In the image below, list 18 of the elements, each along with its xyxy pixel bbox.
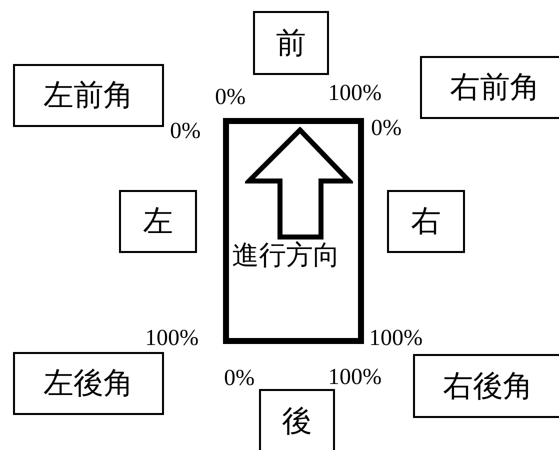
direction-label-box: 左前角 — [13, 64, 164, 127]
percent-label: 0% — [224, 366, 255, 389]
percent-label: 0% — [170, 119, 201, 142]
direction-label-box: 右 — [387, 190, 465, 253]
percent-label: 100% — [145, 326, 199, 349]
percent-label: 100% — [369, 326, 423, 349]
direction-label-box: 左 — [119, 190, 197, 253]
percent-label: 100% — [328, 81, 382, 104]
direction-label-box: 後 — [259, 389, 335, 450]
vehicle-outline — [223, 118, 364, 344]
percent-label: 0% — [371, 116, 402, 139]
direction-caption: 進行方向 — [232, 242, 340, 269]
percent-label: 100% — [328, 365, 382, 388]
percent-label: 0% — [215, 85, 246, 108]
direction-label-box: 右前角 — [420, 56, 559, 119]
direction-label-box: 前 — [253, 11, 329, 75]
direction-label-box: 左後角 — [13, 352, 164, 415]
direction-label-box: 右後角 — [413, 354, 559, 418]
